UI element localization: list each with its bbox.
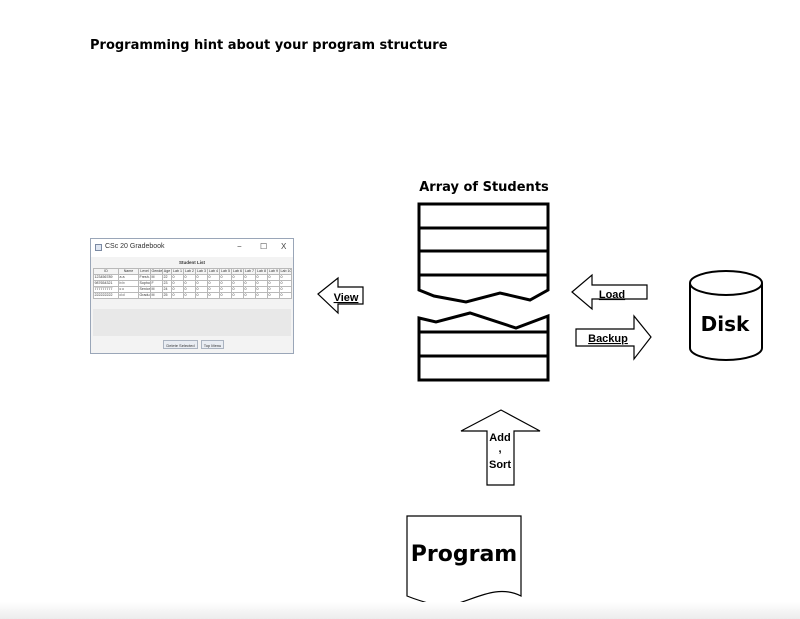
table-cell: 0 bbox=[183, 292, 196, 299]
load-arrow: Load bbox=[571, 273, 648, 311]
load-label: Load bbox=[599, 289, 625, 301]
table-cell: 0 bbox=[171, 292, 184, 299]
column-header[interactable]: Lab 7 bbox=[243, 268, 256, 275]
table-cell: Sopho... bbox=[138, 280, 151, 287]
table-cell: M bbox=[150, 292, 163, 299]
backup-label: Backup bbox=[588, 333, 628, 345]
column-header[interactable]: Lab 4 bbox=[207, 268, 220, 275]
student-list-caption: Student List bbox=[179, 260, 205, 265]
table-cell: Fresh... bbox=[138, 274, 151, 281]
gradebook-titlebar[interactable]: CSc 20 Gradebook − ☐ X bbox=[91, 239, 293, 257]
backup-arrow: Backup bbox=[575, 314, 652, 361]
delete-selected-button[interactable]: Delete Selected bbox=[163, 340, 198, 349]
table-cell: 0 bbox=[279, 292, 292, 299]
table-cell: 0 bbox=[195, 292, 208, 299]
sort-label: Sort bbox=[489, 459, 511, 471]
view-arrow: View bbox=[317, 276, 364, 315]
table-cell: 0 bbox=[231, 292, 244, 299]
view-label: View bbox=[334, 292, 359, 304]
top-menu-button[interactable]: Top Menu bbox=[201, 340, 224, 349]
column-header[interactable]: Lab 6 bbox=[231, 268, 244, 275]
column-header[interactable]: Gender bbox=[150, 268, 163, 275]
column-header[interactable]: Lab 9 bbox=[267, 268, 280, 275]
array-label: Array of Students bbox=[419, 180, 549, 195]
column-header[interactable]: Lab 1 bbox=[171, 268, 184, 275]
comma-label: , bbox=[498, 443, 501, 455]
table-cell: d d bbox=[118, 292, 139, 299]
table-cell: 0 bbox=[267, 292, 280, 299]
close-icon[interactable]: X bbox=[281, 242, 287, 251]
minimize-icon[interactable]: − bbox=[237, 242, 242, 251]
table-cell: 0 bbox=[219, 292, 232, 299]
page-bottom-edge bbox=[0, 602, 800, 619]
gradebook-title: CSc 20 Gradebook bbox=[105, 243, 165, 250]
table-cell: Gradu... bbox=[138, 292, 151, 299]
add-sort-arrow: Add , Sort bbox=[460, 409, 541, 486]
table-cell: Senior bbox=[138, 286, 151, 293]
program-label: Program bbox=[411, 542, 517, 567]
table-cell: 222222222 bbox=[93, 292, 119, 299]
column-header[interactable]: Age bbox=[162, 268, 172, 275]
column-header[interactable]: Lab 10 bbox=[279, 268, 292, 275]
table-empty-area bbox=[93, 309, 291, 336]
table-cell: 0 bbox=[243, 292, 256, 299]
disk-cylinder: Disk bbox=[689, 270, 763, 361]
table-cell: 25 bbox=[162, 292, 172, 299]
page-title: Programming hint about your program stru… bbox=[90, 38, 448, 53]
array-lower-block bbox=[417, 311, 550, 382]
column-header[interactable]: Lab 5 bbox=[219, 268, 232, 275]
column-header[interactable]: Lab 8 bbox=[255, 268, 268, 275]
column-header[interactable]: Lab 2 bbox=[183, 268, 196, 275]
column-header[interactable]: Lab 3 bbox=[195, 268, 208, 275]
app-icon bbox=[95, 244, 102, 251]
program-document: Program bbox=[406, 515, 522, 607]
array-upper-block bbox=[417, 202, 550, 304]
table-cell: 0 bbox=[255, 292, 268, 299]
maximize-icon[interactable]: ☐ bbox=[260, 242, 268, 251]
add-label: Add bbox=[489, 432, 510, 444]
column-header[interactable]: Level bbox=[138, 268, 151, 275]
disk-label: Disk bbox=[701, 312, 750, 336]
table-cell: 0 bbox=[207, 292, 220, 299]
